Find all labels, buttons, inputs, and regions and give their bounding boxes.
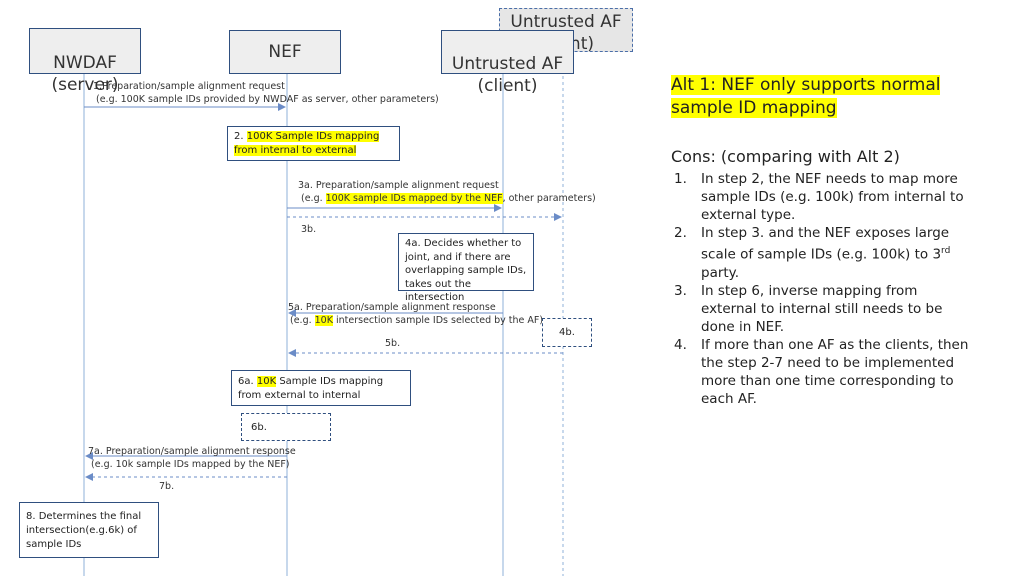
note-4b: 4b. (542, 318, 592, 347)
msg-7a: 7a. Preparation/sample alignment respons… (88, 446, 296, 470)
af-back-label: Untrusted AF (510, 12, 622, 32)
cons-title: Cons: (comparing with Alt 2) (671, 147, 900, 166)
alt-panel: Alt 1: NEF only supports normal sample I… (671, 74, 971, 408)
note-8: 8. Determines the final intersection(e.g… (19, 502, 159, 558)
af-client-label: Untrusted AF (client) (451, 54, 564, 96)
alt-title: Alt 1: NEF only supports normal sample I… (671, 75, 941, 118)
note-2: 2. 100K Sample IDs mapping from internal… (227, 126, 400, 161)
msg-5a: 5a. Preparation/sample alignment respons… (288, 302, 544, 326)
cons-item-4: 4.If more than one AF as the clients, th… (674, 336, 969, 407)
nef-box: NEF (229, 30, 341, 74)
msg-1: 1.Preparation/sample alignment request (… (93, 81, 439, 105)
nwdaf-box: NWDAF (server) (29, 28, 141, 95)
af-client-box: Untrusted AF (client) (441, 30, 574, 96)
msg-5b: 5b. (385, 338, 401, 349)
nwdaf-label: NWDAF (server) (51, 53, 119, 95)
cons-item-3: 3.In step 6, inverse mapping from extern… (674, 282, 943, 335)
msg-3b: 3b. (301, 224, 317, 235)
msg-3a: 3a. Preparation/sample alignment request… (298, 180, 596, 204)
af-back-partial: nt) (569, 34, 594, 54)
note-6a: 6a. 10K Sample IDs mapping from external… (231, 370, 411, 406)
note-6b: 6b. (241, 413, 331, 441)
cons-item-1: 1.In step 2, the NEF needs to map more s… (674, 171, 964, 223)
note-4a: 4a. Decides whether to joint, and if the… (398, 233, 534, 303)
nef-label: NEF (268, 42, 302, 62)
cons-list: 1.In step 2, the NEF needs to map more s… (671, 170, 971, 408)
msg-7b: 7b. (159, 481, 175, 492)
cons-item-2: 2.In step 3. and the NEF exposes large s… (674, 225, 951, 281)
